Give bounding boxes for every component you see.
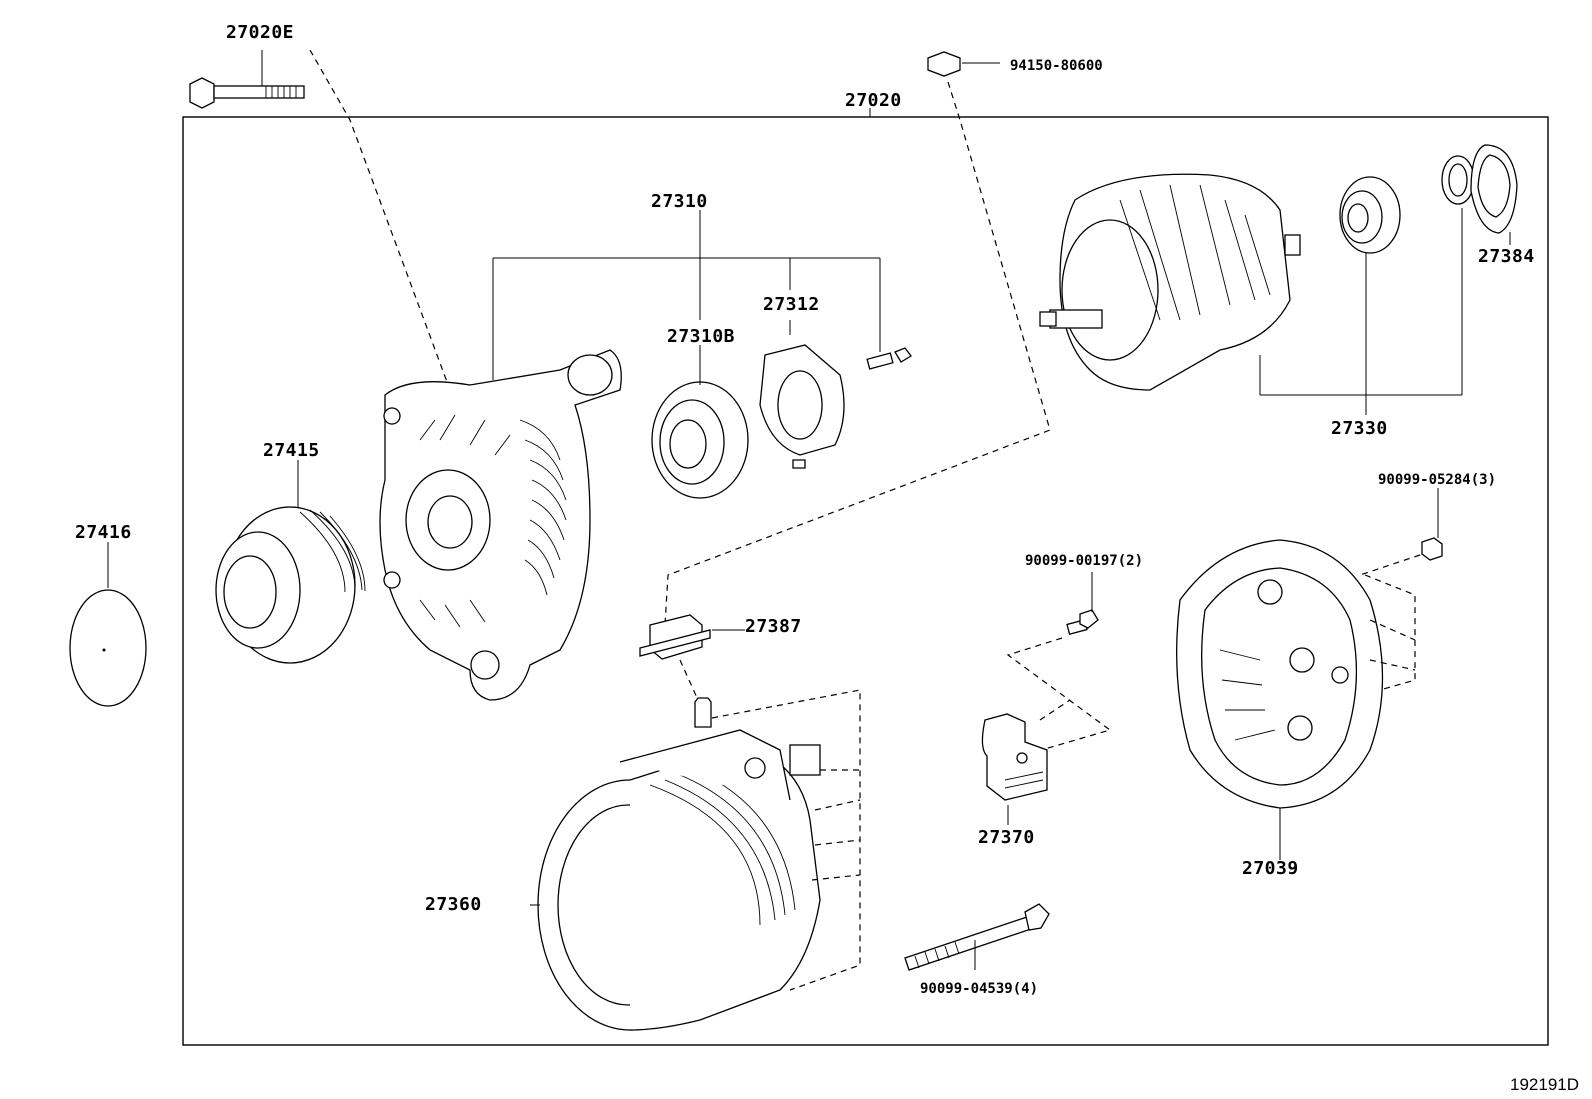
diagram-code: 192191D bbox=[1510, 1075, 1579, 1094]
label-27384: 27384 bbox=[1478, 246, 1535, 267]
retainer-27312[interactable] bbox=[759, 344, 845, 469]
label-27039: 27039 bbox=[1242, 858, 1299, 879]
rear-cover-27039[interactable] bbox=[1176, 539, 1384, 860]
rotor-27330[interactable] bbox=[1039, 173, 1463, 415]
nut-90099-05284[interactable] bbox=[1421, 488, 1443, 561]
rotor-bearing[interactable] bbox=[1339, 176, 1401, 254]
label-27370: 27370 bbox=[978, 827, 1035, 848]
label-27312: 27312 bbox=[763, 294, 820, 315]
bearing-27310B[interactable] bbox=[651, 345, 749, 499]
label-27415: 27415 bbox=[263, 440, 320, 461]
bracket-27310 bbox=[492, 210, 881, 380]
label-90099-00197: 90099-00197(2) bbox=[1025, 553, 1143, 569]
label-27310B: 27310B bbox=[667, 326, 735, 347]
label-27330: 27330 bbox=[1331, 418, 1388, 439]
screw-90099-00197[interactable] bbox=[1066, 572, 1099, 635]
stator-27360[interactable] bbox=[530, 697, 821, 1031]
label-27416: 27416 bbox=[75, 522, 132, 543]
label-27020E: 27020E bbox=[226, 22, 294, 43]
label-90099-05284: 90099-05284(3) bbox=[1378, 472, 1496, 488]
cover-27384[interactable] bbox=[1470, 144, 1518, 245]
washer[interactable] bbox=[1441, 155, 1475, 205]
cover-27416[interactable] bbox=[69, 542, 147, 707]
label-90099-04539: 90099-04539(4) bbox=[920, 981, 1038, 997]
label-27387: 27387 bbox=[745, 616, 802, 637]
drive-end-frame[interactable] bbox=[379, 349, 622, 701]
insulator-27387[interactable] bbox=[639, 614, 745, 660]
label-27360: 27360 bbox=[425, 894, 482, 915]
label-94150-80600: 94150-80600 bbox=[1010, 58, 1103, 74]
retainer-screw[interactable] bbox=[866, 347, 912, 370]
through-bolt-90099-04539[interactable] bbox=[904, 903, 1050, 971]
bolt-27020E[interactable] bbox=[189, 50, 305, 109]
brush-holder-27370[interactable] bbox=[981, 713, 1048, 825]
label-27020: 27020 bbox=[845, 90, 902, 111]
assembly-frame bbox=[182, 116, 1549, 1046]
nut-94150-80600[interactable] bbox=[927, 51, 1000, 77]
pulley-27415[interactable] bbox=[215, 460, 366, 664]
label-27310: 27310 bbox=[651, 191, 708, 212]
